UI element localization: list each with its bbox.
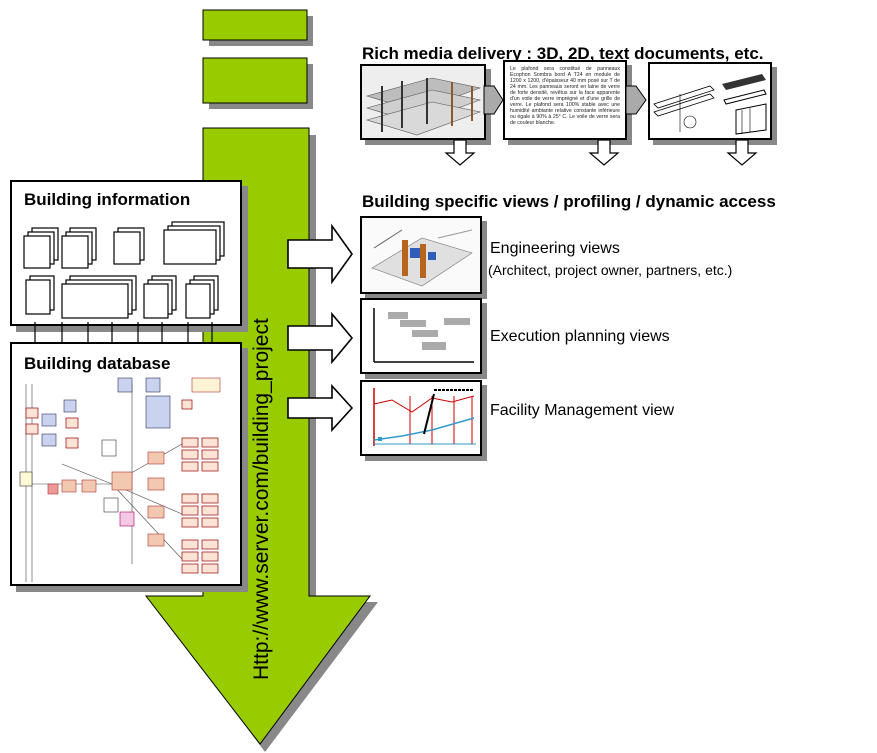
database-schema-diagram xyxy=(19,377,221,582)
rich-media-heading: Rich media delivery : 3D, 2D, text docum… xyxy=(362,44,764,63)
engineering-views-subtitle: (Architect, project owner, partners, etc… xyxy=(488,262,733,278)
execution-planning-title: Execution planning views xyxy=(490,328,670,345)
thumb-execution-planning[interactable] xyxy=(360,298,482,374)
top-block-2 xyxy=(202,57,308,104)
main-arrow xyxy=(144,127,371,745)
building-database-title: Building database xyxy=(24,354,171,373)
thumb-3d-model xyxy=(360,64,486,140)
thumb-2d-drawing xyxy=(648,62,772,140)
views-heading: Building specific views / profiling / dy… xyxy=(362,192,776,211)
document-stacks xyxy=(23,221,225,319)
thumb-text-document: Le plafond sera constitué de panneaux Ec… xyxy=(503,60,627,140)
engineering-view-image xyxy=(362,218,480,292)
gantt-chart-image xyxy=(373,308,474,363)
building-database-panel: Building database xyxy=(10,342,242,586)
facility-management-title: Facility Management view xyxy=(490,402,675,419)
facility-chart-image xyxy=(373,388,476,446)
engineering-views-title: Engineering views xyxy=(490,240,620,257)
thumb-engineering-view[interactable] xyxy=(360,216,482,294)
document-text: Le plafond sera constitué de panneaux Ec… xyxy=(510,66,620,126)
3d-model-image xyxy=(362,66,484,138)
2d-drawing-image xyxy=(650,64,770,138)
top-block-1 xyxy=(202,9,308,41)
thumb-facility-management[interactable] xyxy=(360,380,482,456)
building-information-panel: Building information xyxy=(10,180,242,326)
building-information-title: Building information xyxy=(24,190,191,209)
